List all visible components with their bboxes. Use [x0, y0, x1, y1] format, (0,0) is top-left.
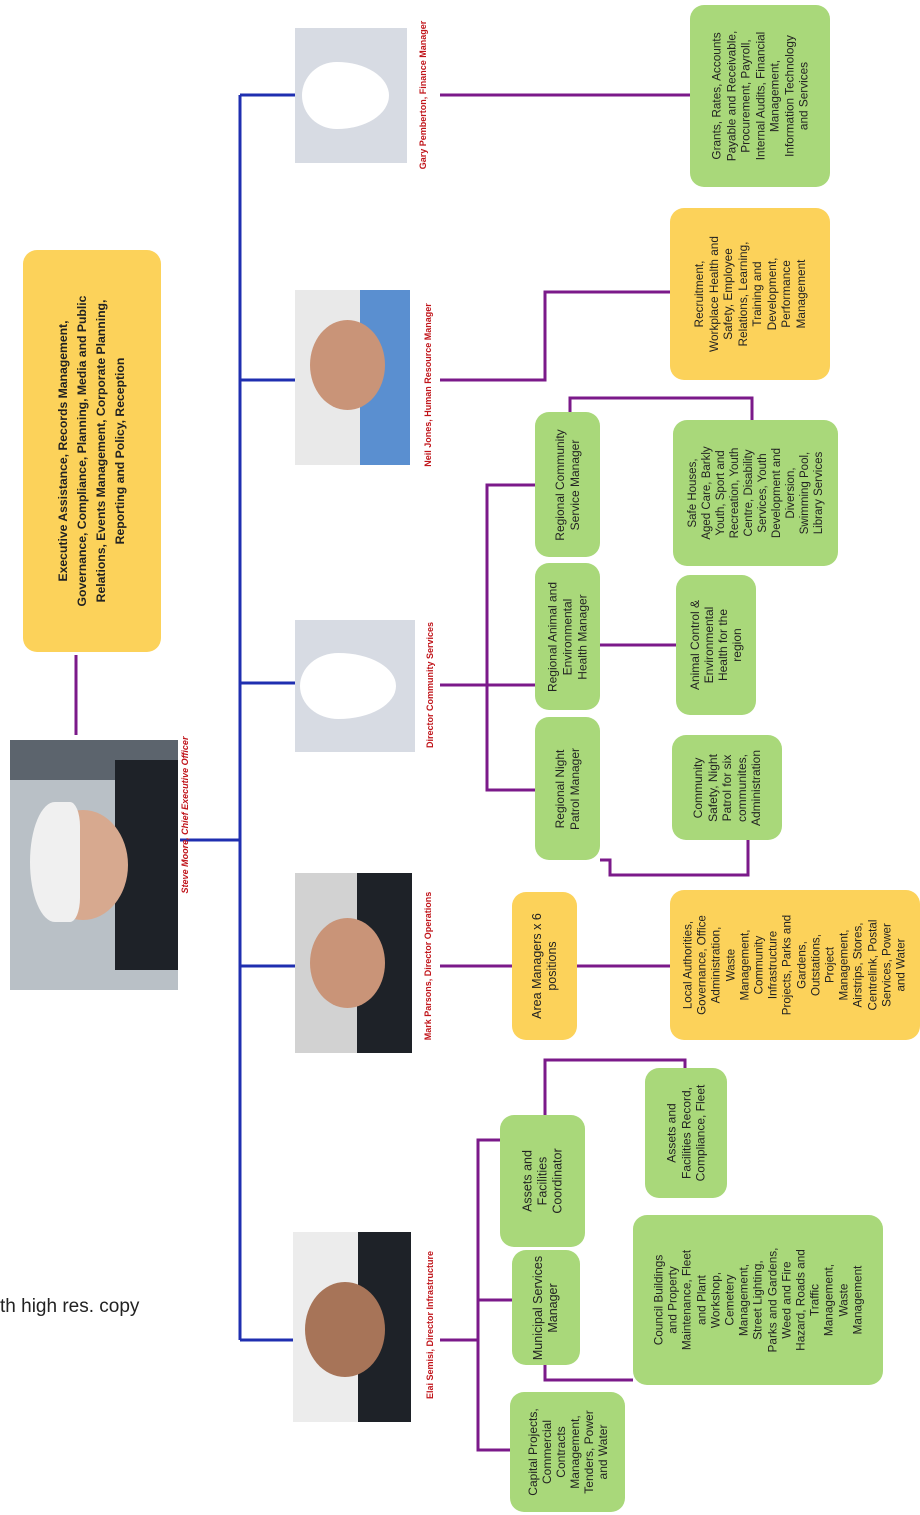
community-director-photo [295, 620, 415, 752]
municipal-duties-line [543, 1365, 633, 1382]
night-patrol-duties-box: Community Safety, Night Patrol for six c… [672, 735, 782, 840]
community-duties-box: Safe Houses, Aged Care, Barkly Youth, Sp… [673, 420, 838, 566]
stray-note-text: th high res. copy [0, 1296, 140, 1317]
community-manager-bracket [485, 483, 535, 792]
animal-health-duties-box: Animal Control & Environmental Health fo… [676, 575, 756, 715]
operations-duties-box: Local Authorities, Governance, Office Ad… [670, 890, 920, 1040]
community-service-manager-box: Regional Community Service Manager [535, 412, 600, 557]
operations-director-photo [295, 873, 412, 1053]
night-patrol-duties-line [600, 840, 750, 877]
ceo-photo [10, 740, 178, 990]
municipal-duties-box: Council Buildings and Property Maintenan… [633, 1215, 883, 1385]
infrastructure-director-photo [293, 1232, 411, 1422]
finance-duties-box: Grants, Rates, Accounts Payable and Rece… [690, 5, 830, 187]
finance-manager-photo [295, 28, 407, 163]
executive-functions-text: Executive Assistance, Records Management… [56, 295, 127, 607]
capital-projects-box: Capital Projects, Commercial Contracts M… [510, 1392, 625, 1512]
community-duties-line [568, 396, 754, 420]
night-patrol-manager-box: Regional Night Patrol Manager [535, 717, 600, 860]
executive-functions-box: Executive Assistance, Records Management… [23, 250, 161, 652]
assets-duties-box: Assets and Facilities Record, Compliance… [645, 1068, 727, 1198]
hr-manager-photo [295, 290, 410, 465]
assets-coordinator-box: Assets and Facilities Coordinator [500, 1115, 585, 1247]
municipal-manager-box: Municipal Services Manager [512, 1250, 580, 1365]
infrastructure-bracket [476, 1138, 510, 1452]
assets-duties-line [543, 1058, 687, 1115]
area-managers-box: Area Managers x 6 positions [512, 892, 577, 1040]
hr-duties-box: Recruitment, Workplace Health and Safety… [670, 208, 830, 380]
animal-health-manager-box: Regional Animal and Environmental Health… [535, 563, 600, 710]
hr-duties-line [440, 290, 670, 382]
